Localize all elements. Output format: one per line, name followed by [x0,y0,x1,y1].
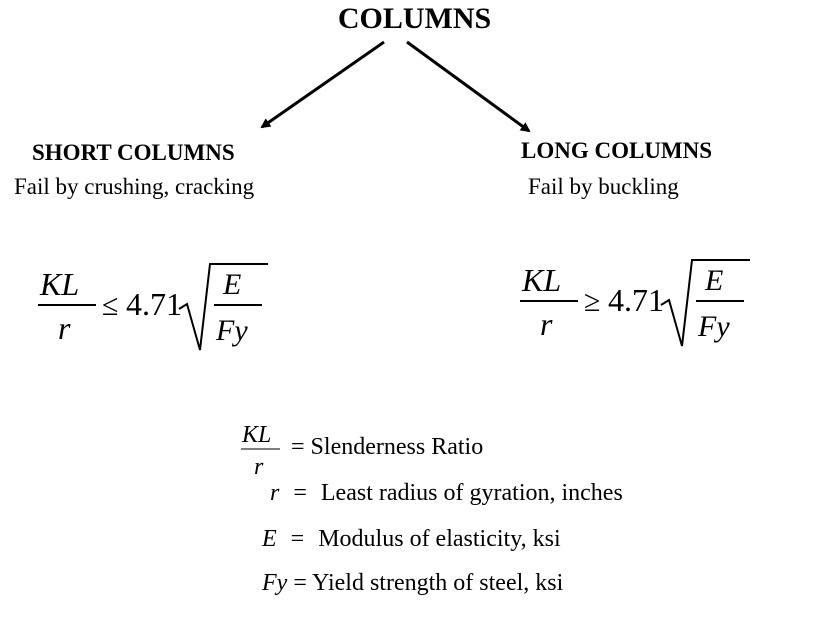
short-columns-heading: SHORT COLUMNS [32,140,235,165]
legend-meaning: Least radius of gyration, inches [320,480,623,506]
arrow-to-short-columns [260,40,385,129]
legend-equals: = [290,526,305,552]
radicand-denominator: Fy [215,314,248,347]
diagram-title: COLUMNS [337,2,492,35]
radical-sign [660,259,750,347]
legend-equals: = [293,480,307,506]
legend-slenderness-ratio: = Slenderness Ratio [291,434,483,461]
legend-symbol: Fy [262,570,288,596]
legend-meaning: Yield strength of steel, ksi [311,570,564,596]
radicand-numerator: E [704,264,723,297]
formula-coefficient: 4.71 [608,282,664,318]
legend-item-radius: r = Least radius of gyration, inches [270,480,623,507]
legend-item-modulus: E = Modulus of elasticity, ksi [262,526,561,553]
legend-equals: = [291,434,305,460]
short-columns-formula: KL r ≤ 4.71 E Fy [38,263,268,351]
formula-relation: ≤ [102,289,118,322]
legend-symbol: r [270,480,280,506]
long-columns-heading: LONG COLUMNS [521,138,713,163]
legend-meaning: Slenderness Ratio [310,434,484,460]
arrow-to-long-columns [406,40,531,133]
long-columns-formula: KL r ≥ 4.71 E Fy [520,259,750,347]
formula-coefficient: 4.71 [126,286,182,322]
ratio-numerator: KL [241,422,271,448]
short-columns-description: Fail by crushing, cracking [14,174,255,199]
formula-denominator: r [540,306,553,342]
long-columns-description: Fail by buckling [528,174,679,199]
formula-relation: ≥ [584,285,600,318]
formula-numerator: KL [521,262,561,298]
slenderness-ratio-fraction: KL r [241,422,280,480]
ratio-denominator: r [254,454,264,480]
legend-item-yield-strength: Fy = Yield strength of steel, ksi [262,570,563,597]
formula-numerator: KL [39,266,79,302]
radicand-numerator: E [222,268,241,301]
legend-symbol: E [262,526,277,552]
radicand-denominator: Fy [697,310,730,343]
radical-sign [178,263,268,351]
formula-denominator: r [58,310,71,346]
legend-equals: = [293,570,307,596]
legend-meaning: Modulus of elasticity, ksi [318,526,561,552]
